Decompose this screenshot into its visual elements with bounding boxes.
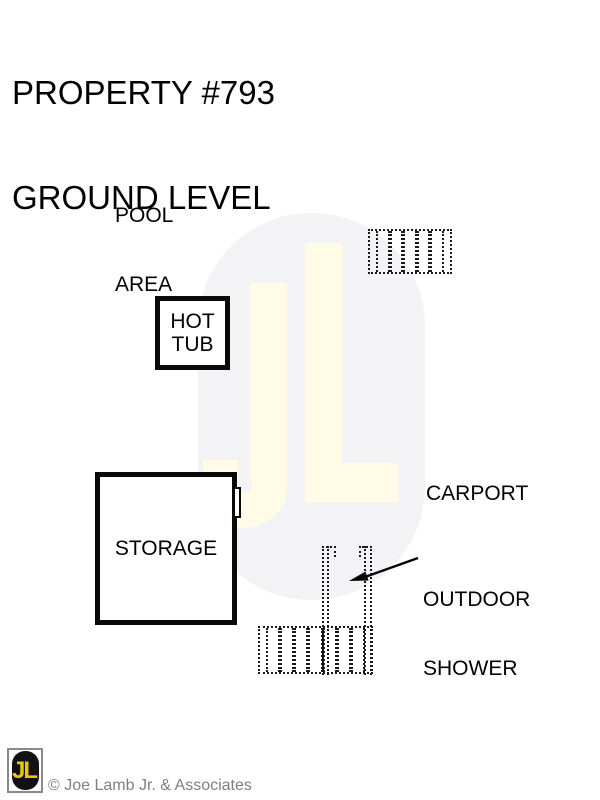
outdoor-shower-label-line2: SHOWER bbox=[423, 657, 518, 680]
walkway-rung bbox=[350, 628, 365, 672]
walkway-rung bbox=[308, 628, 323, 672]
jl-logo-oval: JL bbox=[11, 751, 39, 790]
page-title-line1: PROPERTY #793 bbox=[12, 74, 275, 111]
carport-label: CARPORT bbox=[426, 482, 529, 505]
shower-opening-left-stub bbox=[322, 546, 336, 557]
pool-area-label-line1: POOL bbox=[115, 204, 174, 227]
watermark-letter-l-foot bbox=[305, 463, 398, 502]
pool-area-label: POOL AREA bbox=[115, 158, 173, 342]
walkway-rung bbox=[403, 231, 417, 272]
pool-area-label-line2: AREA bbox=[115, 273, 173, 296]
shower-opening-right-stub bbox=[359, 546, 372, 557]
walkway-rung bbox=[294, 628, 309, 672]
storage-label: STORAGE bbox=[114, 537, 218, 560]
storage-door-marker bbox=[233, 487, 241, 518]
shower-wall-left bbox=[322, 546, 329, 675]
page-title-line2: GROUND LEVEL bbox=[12, 179, 271, 216]
walkway-rung bbox=[376, 231, 390, 272]
walkway-rung bbox=[280, 628, 295, 672]
watermark-letter-j-stem bbox=[250, 283, 287, 478]
page-title: PROPERTY #793 GROUND LEVEL bbox=[12, 5, 275, 285]
hot-tub-label-line1: HOT bbox=[170, 310, 215, 333]
walkway-rung bbox=[416, 231, 431, 272]
shower-pointer-arrow bbox=[349, 556, 419, 581]
walkway-steps-top bbox=[368, 229, 452, 274]
watermark-letter-l-stem bbox=[305, 243, 342, 502]
shower-wall-right bbox=[364, 546, 372, 675]
jl-logo: JL bbox=[7, 748, 43, 793]
outdoor-shower-label-line1: OUTDOOR bbox=[423, 588, 531, 611]
copyright-text: © Joe Lamb Jr. & Associates bbox=[48, 777, 252, 794]
jl-logo-letters: JL bbox=[11, 756, 38, 784]
hot-tub-room: HOT TUB bbox=[155, 296, 230, 370]
hot-tub-label-line2: TUB bbox=[171, 333, 214, 356]
walkway-rung bbox=[430, 231, 444, 272]
walkway-rung bbox=[336, 628, 351, 672]
walkway-steps-bottom bbox=[258, 626, 373, 674]
outdoor-shower-label: OUTDOOR SHOWER bbox=[423, 542, 530, 726]
walkway-rung bbox=[266, 628, 281, 672]
walkway-rung bbox=[389, 231, 404, 272]
storage-room: STORAGE bbox=[95, 472, 237, 625]
walkway-rung bbox=[322, 628, 337, 672]
